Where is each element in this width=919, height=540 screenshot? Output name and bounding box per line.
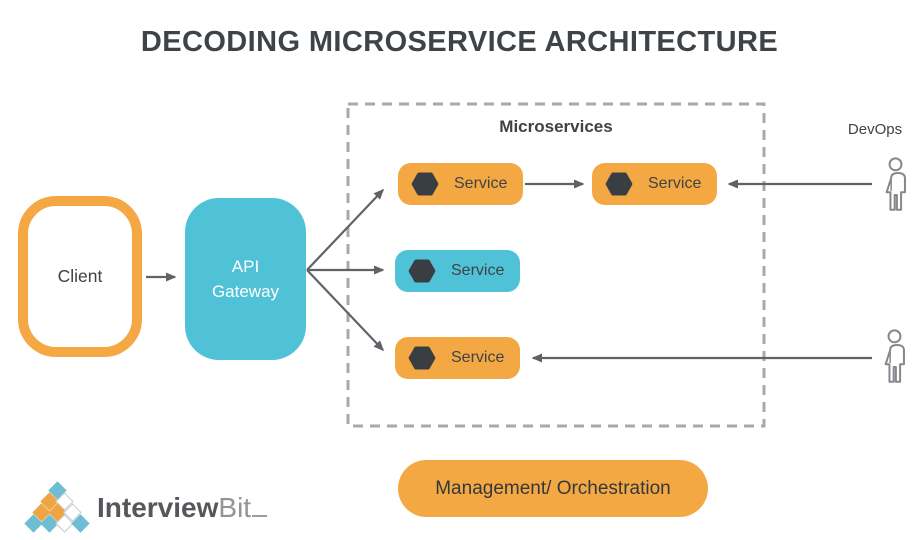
logo-underscore <box>252 515 268 517</box>
arrow-gateway-to-service-1 <box>306 188 385 271</box>
service-node-1: Service <box>398 163 523 205</box>
service-label: Service <box>451 349 505 366</box>
api-gateway-node: API Gateway <box>185 198 306 360</box>
arrow-gateway-to-service-4 <box>306 269 385 352</box>
management-orchestration-node: Management/ Orchestration <box>398 460 708 517</box>
api-gateway-label: API Gateway <box>211 256 280 302</box>
interviewbit-logo-text: InterviewBit <box>97 482 268 534</box>
devops-label: DevOps <box>847 121 903 138</box>
devops-person-icon <box>885 157 906 211</box>
hexagon-icon <box>411 172 439 196</box>
operator-person-icon <box>884 329 905 383</box>
interviewbit-logo: InterviewBit <box>24 481 268 534</box>
microservices-group-label: Microservices <box>499 117 613 136</box>
service-node-2: Service <box>592 163 717 205</box>
hexagon-icon <box>605 172 633 196</box>
service-label: Service <box>451 262 505 279</box>
hexagon-icon <box>408 259 436 283</box>
logo-text-bold: Interview <box>97 492 219 523</box>
service-label: Service <box>648 175 702 192</box>
interviewbit-logo-mark <box>24 481 90 534</box>
hexagon-icon <box>408 346 436 370</box>
client-label: Client <box>57 266 103 286</box>
management-label: Management/ Orchestration <box>435 477 671 499</box>
page-title: DECODING MICROSERVICE ARCHITECTURE <box>140 26 779 58</box>
logo-text-light: Bit <box>218 492 252 523</box>
service-label: Service <box>454 175 508 192</box>
client-node: Client <box>18 196 142 357</box>
service-node-4: Service <box>395 337 520 379</box>
service-node-3: Service <box>395 250 520 292</box>
